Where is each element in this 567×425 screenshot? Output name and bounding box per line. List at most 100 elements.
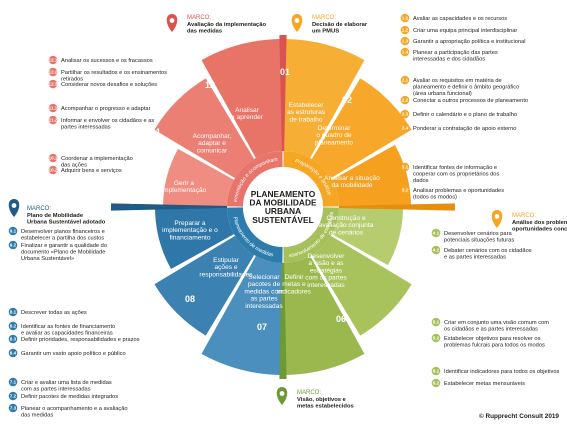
milestone-body-3-line: metas estabelecidos: [297, 404, 354, 410]
substep-number-5.1: 5.1: [433, 320, 440, 325]
substep-text-8.1-line: Descrever todas as ações: [21, 310, 87, 316]
substep-text-10.1-line: das ações: [61, 162, 87, 168]
substep-text-3.2: Analisar problemas e oportunidades(todos…: [413, 188, 504, 200]
substep-text-2.4-line: Ponderar a contratação de apoio externo: [413, 126, 516, 132]
substep-number-2.4: 2.4: [402, 126, 409, 131]
substep-text-12.1: Analisar os sucessos e os fracassos: [61, 58, 153, 64]
substep-bullet-5.1: [431, 317, 441, 327]
step-label-12-line: Analisar: [235, 107, 260, 114]
substep-bullet-12.3: [48, 79, 58, 89]
substep-bullet-6.2: [431, 378, 441, 388]
step-label-04-line: Construção e: [326, 215, 366, 222]
step-label-03-line: da mobilidade: [331, 182, 372, 189]
substep-text-4.2-line: Debater cenários com os cidadãos: [444, 248, 532, 254]
substep-bullet-8.4: [8, 348, 18, 358]
substep-bullet-1.3: [400, 36, 410, 46]
milestone-pin-icon-2-hole: [494, 214, 500, 219]
substep-text-2.3-line: Definir o calendário e o plano de trabal…: [413, 112, 517, 118]
substep-number-5.2: 5.2: [433, 336, 440, 341]
substep-text-3.2-line: (todos os modos): [413, 194, 457, 200]
milestone-pin-icon-0: [166, 14, 178, 32]
milestone-pin-icon-0-hole: [169, 18, 175, 23]
milestone-pin-icon-2: [491, 210, 503, 228]
substep-bullet-11.2: [48, 115, 58, 125]
substep-number-2.2: 2.2: [402, 98, 409, 103]
substep-text-8.2-line: e avaliar as capacidades financeiras: [21, 330, 113, 336]
substep-text-6.2-line: Estabelecer metas mensuráveis: [444, 381, 525, 387]
substep-bullet-2.1: [400, 75, 410, 85]
step-number-01: 01: [280, 67, 290, 77]
substep-bullet-2.4: [400, 123, 410, 133]
substep-bullet-1.2: [400, 25, 410, 35]
substep-text-3.1-line: cooperar com os proprietários dos: [413, 171, 499, 177]
substep-bullet-12.2: [48, 67, 58, 77]
step-label-11-line: Acompanhar,: [193, 133, 232, 140]
substep-text-6.1-line: Identificar indicadores para todos os ob…: [444, 369, 560, 375]
substep-text-3.1-line: Identificar fontes de informação e: [413, 165, 497, 171]
substep-text-4.1-line: Desenvolver cenários para: [444, 231, 512, 237]
substep-number-7.2: 7.2: [10, 394, 17, 399]
substep-text-1.2: Criar uma equipa principal interdiscipli…: [413, 28, 517, 34]
substep-text-12.2-line: Partilhar os resultados e os ensinamento…: [61, 70, 167, 76]
step-number-07: 07: [257, 322, 267, 332]
step-label-12-line: e aprender: [231, 114, 264, 121]
substep-text-7.1-line: Criar e avaliar uma lista de medidas: [21, 380, 112, 386]
substep-text-11.2-line: partes interessadas: [61, 124, 111, 130]
substep-bullet-2.2: [400, 95, 410, 105]
phase-arc-0: [227, 151, 283, 207]
substep-text-5.2-line: Estabelecer objetivos para resolver os: [444, 336, 541, 342]
milestone-pin-icon-3: [276, 387, 288, 405]
milestone-divider-2: [279, 262, 287, 379]
substep-number-1.1: 1.1: [402, 16, 409, 21]
step-wedge-02: [311, 78, 412, 179]
substep-text-1.1: Avaliar as capacidades e os recursos: [413, 16, 507, 22]
step-label-05-line: estratégias: [310, 267, 343, 274]
substep-number-12.2: 12.2: [49, 70, 58, 75]
step-label-06-line: metas e: [282, 281, 306, 288]
substep-bullet-9.1: [8, 226, 18, 236]
milestone-divider-1: [338, 203, 455, 211]
milestone-pin-icon-3-hole: [279, 391, 285, 396]
step-number-02: 02: [342, 95, 352, 105]
substep-text-9.2-line: Urbana Sustentável»: [21, 256, 74, 262]
step-label-05-line: interessadas: [307, 282, 345, 289]
substep-text-3.2-line: Analisar problemas e oportunidades: [413, 188, 504, 194]
substep-text-11.1-line: Acompanhar o progresso e adaptar: [61, 106, 151, 112]
substep-number-12.1: 12.1: [49, 58, 58, 63]
substep-number-12.3: 12.3: [49, 82, 58, 87]
substep-text-8.1: Descrever todas as ações: [21, 310, 87, 316]
step-label-01-line: de trabalho: [290, 116, 323, 123]
substep-bullet-2.3: [400, 109, 410, 119]
substep-bullet-3.1: [400, 162, 410, 172]
substep-bullet-4.1: [431, 228, 441, 238]
substep-number-7.3: 7.3: [10, 406, 17, 411]
substep-number-8.3: 8.3: [10, 337, 17, 342]
milestone-body-4-line: Urbana Sustentável adotado: [27, 220, 106, 226]
substep-text-7.2: Definir pacotes de medidas integrados: [21, 394, 118, 400]
substep-text-9.2-line: documento «Plano de Mobilidade: [21, 249, 105, 255]
substep-number-1.2: 1.2: [402, 28, 409, 33]
step-wedge-01: [283, 39, 365, 159]
step-label-02-line: Determinar: [318, 125, 351, 132]
milestone-body-1-line: Decisão de elaborar: [312, 22, 368, 28]
substep-bullet-3.2: [400, 185, 410, 195]
step-label-05-line: com as partes: [305, 275, 347, 282]
substep-text-8.3: Definir prioridades, responsabilidades e…: [21, 337, 140, 343]
step-label-02-line: o quadro de: [316, 132, 352, 139]
